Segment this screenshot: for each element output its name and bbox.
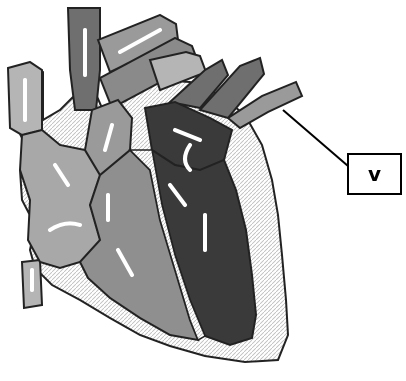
label-box: v	[347, 153, 402, 195]
label-leader-line	[283, 110, 348, 166]
label-v-text: v	[368, 162, 381, 186]
